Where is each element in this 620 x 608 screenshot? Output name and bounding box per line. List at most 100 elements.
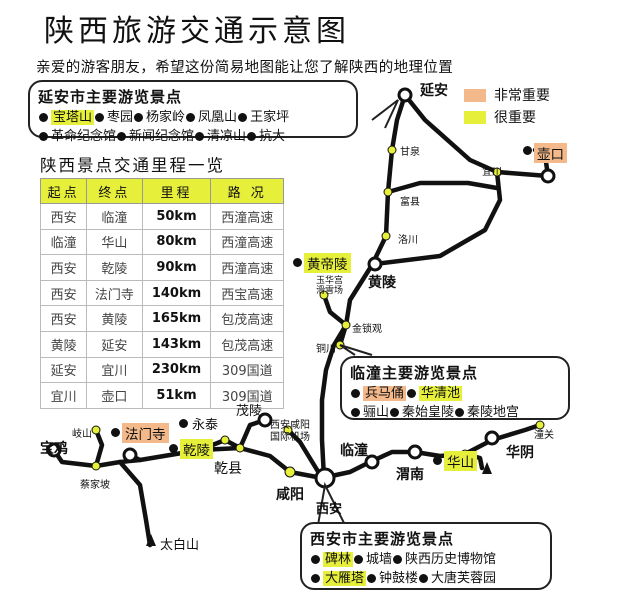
table-cell: 宜川	[86, 356, 143, 384]
lintong-box-title: 临潼主要游览景点	[350, 364, 479, 382]
table-header-cell: 起点	[39, 178, 88, 204]
attraction-name: 城墙	[366, 552, 393, 567]
bullet-dot-icon	[351, 408, 360, 417]
table-header-cell: 终点	[86, 178, 143, 204]
attraction-name: 杨家岭	[146, 110, 186, 125]
lintong-spots-line2: 骊山秦始皇陵秦陵地宫	[350, 403, 560, 422]
attraction-name: 骊山	[363, 405, 390, 420]
attraction-name: 清凉山	[207, 129, 247, 144]
table-cell: 西安	[39, 254, 88, 281]
place-label-yanan: 延安	[420, 83, 448, 99]
place-label-fuxian: 富县	[400, 197, 420, 208]
bullet-dot-icon	[354, 555, 364, 564]
table-cell: 51km	[141, 382, 212, 409]
legend-swatch-orange	[464, 88, 486, 102]
bullet-dot-icon	[117, 132, 127, 141]
place-label-lintong: 临潼	[340, 443, 368, 459]
bullet-dot-icon	[351, 389, 360, 398]
table-cell: 80km	[141, 228, 212, 256]
table-cell: 法门寺	[86, 279, 143, 307]
table-cell: 西潼高速	[210, 254, 284, 281]
attraction-name: 钟鼓楼	[379, 571, 419, 586]
table-cell: 临潼	[39, 228, 88, 256]
bullet-dot-icon	[39, 132, 48, 141]
huashan-dot	[433, 456, 442, 465]
xian-spots-line2: 大雁塔钟鼓楼大唐芙蓉园	[310, 569, 542, 588]
place-label-huaxuechang: 滑雪场	[316, 286, 344, 296]
xian-spots-line1: 碑林城墙陕西历史博物馆	[310, 550, 542, 569]
table-cell: 黄陵	[39, 330, 88, 358]
place-label-qianling: 乾陵	[180, 439, 213, 459]
route-xian-xianyang	[51, 445, 325, 481]
place-label-ganquan: 甘泉	[400, 147, 420, 158]
table-cell: 165km	[141, 305, 212, 332]
node-maoling	[257, 412, 273, 428]
table-cell: 309国道	[210, 382, 284, 409]
table-cell: 140km	[141, 279, 212, 307]
bullet-dot-icon	[390, 408, 400, 417]
attraction-name: 秦始皇陵	[402, 405, 455, 420]
place-label-yongtai: 永泰	[192, 418, 219, 433]
bullet-dot-icon	[455, 408, 465, 417]
table-cell: 90km	[141, 254, 212, 281]
attraction-name: 华清池	[419, 386, 463, 401]
place-label-maoling: 茂陵	[236, 404, 263, 419]
attraction-name: 碑林	[323, 552, 354, 567]
place-label-huayin: 华阴	[506, 445, 534, 461]
route-xian-lintong	[319, 422, 543, 481]
legend-swatch-yellow	[464, 110, 486, 124]
attraction-name: 宝塔山	[51, 110, 95, 125]
qianling-dot	[169, 444, 178, 453]
bullet-dot-icon	[195, 132, 205, 141]
bullet-dot-icon	[186, 113, 196, 122]
legend-item-yellow: 很重要	[464, 106, 550, 128]
table-cell: 包茂高速	[210, 330, 284, 358]
table-cell: 西宝高速	[210, 279, 284, 307]
place-label-weinan: 渭南	[396, 467, 424, 483]
yanan-box-title: 延安市主要游览景点	[38, 88, 183, 106]
legend-item-orange: 非常重要	[464, 84, 550, 106]
node-baoji	[46, 442, 62, 458]
bullet-dot-icon	[247, 132, 257, 141]
table-cell: 包茂高速	[210, 305, 284, 332]
xian-box-title: 西安市主要游览景点	[310, 530, 455, 548]
place-label-tongchuan: 铜川	[316, 344, 336, 355]
bullet-dot-icon	[95, 113, 105, 122]
table-cell: 临潼	[86, 203, 143, 230]
table-cell: 西安	[39, 203, 88, 230]
place-label-hukou: 壶口	[534, 143, 567, 163]
hukou-dot	[523, 146, 532, 155]
bullet-dot-icon	[311, 574, 320, 583]
place-label-tongguan: 潼关	[534, 430, 554, 441]
route-yanan-yichuan	[402, 92, 551, 179]
table-cell: 黄陵	[86, 305, 143, 332]
lintong-spots-box: 临潼主要游览景点 兵马俑华清池 骊山秦始皇陵秦陵地宫	[340, 356, 570, 420]
distance-table-title: 陕西景点交通里程一览	[40, 156, 225, 175]
place-label-qishan: 岐山	[72, 429, 92, 440]
place-label-xianyang: 咸阳	[276, 487, 304, 503]
bullet-dot-icon	[238, 113, 248, 122]
table-cell: 壶口	[86, 382, 143, 409]
table-cell: 西潼高速	[210, 228, 284, 256]
table-cell: 西安	[39, 305, 88, 332]
bullet-dot-icon	[311, 555, 320, 564]
node-huayin	[484, 430, 500, 446]
place-label-luochuan: 洛川	[398, 235, 418, 246]
legend-label-yellow: 很重要	[494, 110, 536, 126]
bullet-dot-icon	[367, 574, 377, 583]
bullet-dot-icon	[134, 113, 144, 122]
place-label-huashan: 华山	[444, 451, 477, 471]
table-cell: 延安	[39, 356, 88, 384]
page-title: 陕西旅游交通示意图	[44, 14, 350, 49]
table-cell: 50km	[141, 203, 212, 230]
bullet-dot-icon	[419, 574, 429, 583]
table-cell: 华山	[86, 228, 143, 256]
attraction-name: 革命纪念馆	[51, 129, 117, 144]
mountain-icon-huashan	[482, 462, 492, 474]
route-qishan	[93, 427, 105, 469]
